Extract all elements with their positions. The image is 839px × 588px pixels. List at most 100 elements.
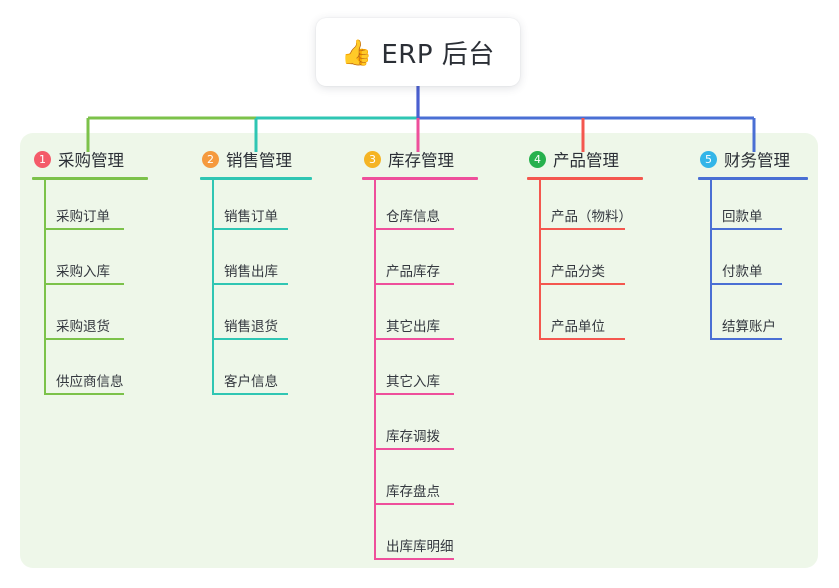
branch-header-underline: [527, 177, 643, 180]
branch-item-underline: [44, 227, 124, 230]
branch-item-underline: [374, 282, 454, 285]
branch-item[interactable]: 采购订单: [32, 180, 148, 235]
branch-number-badge: 4: [529, 150, 546, 168]
branch-item-underline: [374, 227, 454, 230]
branch-item-underline: [539, 227, 625, 230]
root-node[interactable]: 👍 ERP 后台: [316, 18, 520, 86]
branch-item-label: 其它出库: [386, 318, 440, 335]
root-node-content: 👍 ERP 后台: [341, 34, 495, 71]
branch-item-label: 供应商信息: [56, 373, 124, 390]
branch-item-underline: [212, 337, 288, 340]
branch-item-underline: [44, 392, 124, 395]
branch-item[interactable]: 供应商信息: [32, 345, 148, 400]
branch-item-underline: [212, 282, 288, 285]
branch-number-badge: 2: [202, 150, 219, 168]
branch-item[interactable]: 库存盘点: [362, 455, 478, 510]
branch-header-underline: [32, 177, 148, 180]
branch-item-label: 付款单: [722, 263, 763, 280]
branch-item-underline: [374, 447, 454, 450]
branch-header-1[interactable]: 1 采购管理: [32, 146, 148, 172]
branch-item-underline: [710, 282, 782, 285]
branch-title: 销售管理: [226, 151, 292, 170]
branch-item-list: 仓库信息产品库存其它出库其它入库库存调拨库存盘点出库库明细: [362, 179, 478, 565]
branch-spine: [44, 179, 46, 394]
branch-item-label: 产品分类: [551, 263, 605, 280]
branch-item-underline: [44, 337, 124, 340]
branch-item[interactable]: 产品单位: [527, 290, 643, 345]
branch-item-label: 回款单: [722, 208, 763, 225]
branch-header-4[interactable]: 4 产品管理: [527, 146, 643, 172]
branch-item-underline: [212, 227, 288, 230]
branch-item[interactable]: 回款单: [698, 180, 808, 235]
branch-item[interactable]: 销售退货: [200, 290, 312, 345]
branch-number-badge: 5: [700, 150, 717, 168]
branch-item-label: 销售退货: [224, 318, 278, 335]
branch-header-3[interactable]: 3 库存管理: [362, 146, 478, 172]
branch-item[interactable]: 仓库信息: [362, 180, 478, 235]
branch-header-underline: [200, 177, 312, 180]
branch-item[interactable]: 结算账户: [698, 290, 808, 345]
branch-item-list: 采购订单采购入库采购退货供应商信息: [32, 179, 148, 400]
branch-header-5[interactable]: 5 财务管理: [698, 146, 808, 172]
branch-item-label: 采购退货: [56, 318, 110, 335]
branch-item-label: 结算账户: [722, 318, 776, 335]
branch-item-label: 产品（物料）: [551, 208, 632, 225]
branch-item[interactable]: 库存调拨: [362, 400, 478, 455]
branch-item-underline: [374, 392, 454, 395]
branch-column-3: 3 库存管理仓库信息产品库存其它出库其它入库库存调拨库存盘点出库库明细: [362, 146, 478, 565]
branch-spine: [710, 179, 712, 339]
branch-title: 产品管理: [553, 151, 619, 170]
branch-item-underline: [212, 392, 288, 395]
branch-item-label: 销售订单: [224, 208, 278, 225]
branch-column-1: 1 采购管理采购订单采购入库采购退货供应商信息: [32, 146, 148, 400]
branch-item-underline: [710, 337, 782, 340]
branch-item-label: 其它入库: [386, 373, 440, 390]
branch-item-label: 仓库信息: [386, 208, 440, 225]
branch-header-underline: [698, 177, 808, 180]
root-title: ERP 后台: [381, 39, 495, 70]
branch-column-5: 5 财务管理回款单付款单结算账户: [698, 146, 808, 345]
branch-item-list: 销售订单销售出库销售退货客户信息: [200, 179, 312, 400]
branch-number-badge: 3: [364, 150, 381, 168]
branch-item[interactable]: 其它出库: [362, 290, 478, 345]
branch-item[interactable]: 采购入库: [32, 235, 148, 290]
branch-item[interactable]: 出库库明细: [362, 510, 478, 565]
branch-item-list: 产品（物料） 产品分类产品单位: [527, 179, 643, 345]
branch-item-label: 采购订单: [56, 208, 110, 225]
branch-item[interactable]: 产品库存: [362, 235, 478, 290]
branch-item[interactable]: 产品分类: [527, 235, 643, 290]
branch-item[interactable]: 付款单: [698, 235, 808, 290]
branch-column-4: 4 产品管理产品（物料） 产品分类产品单位: [527, 146, 643, 345]
branch-spine: [374, 179, 376, 559]
branch-header-2[interactable]: 2 销售管理: [200, 146, 312, 172]
branch-item-label: 采购入库: [56, 263, 110, 280]
branch-item[interactable]: 采购退货: [32, 290, 148, 345]
branch-number-badge: 1: [34, 150, 51, 168]
branch-item-underline: [44, 282, 124, 285]
branch-item-list: 回款单付款单结算账户: [698, 179, 808, 345]
branch-item-label: 客户信息: [224, 373, 278, 390]
mindmap-panel: [20, 133, 818, 568]
branch-item[interactable]: 其它入库: [362, 345, 478, 400]
branch-item[interactable]: 销售出库: [200, 235, 312, 290]
branch-column-2: 2 销售管理销售订单销售出库销售退货客户信息: [200, 146, 312, 400]
branch-title: 库存管理: [388, 151, 454, 170]
branch-title: 采购管理: [58, 151, 124, 170]
branch-item-underline: [539, 282, 625, 285]
branch-spine: [539, 179, 541, 339]
branch-item-label: 库存调拨: [386, 428, 440, 445]
thumbs-up-icon: 👍: [341, 37, 373, 67]
branch-header-underline: [362, 177, 478, 180]
branch-item-underline: [374, 557, 454, 560]
branch-title: 财务管理: [724, 151, 790, 170]
branch-item-underline: [374, 502, 454, 505]
branch-item-label: 出库库明细: [386, 538, 454, 555]
branch-item-label: 库存盘点: [386, 483, 440, 500]
branch-item[interactable]: 销售订单: [200, 180, 312, 235]
branch-item[interactable]: 产品（物料）: [527, 180, 643, 235]
branch-item[interactable]: 客户信息: [200, 345, 312, 400]
branch-item-underline: [710, 227, 782, 230]
branch-item-label: 产品库存: [386, 263, 440, 280]
branch-item-underline: [539, 337, 625, 340]
